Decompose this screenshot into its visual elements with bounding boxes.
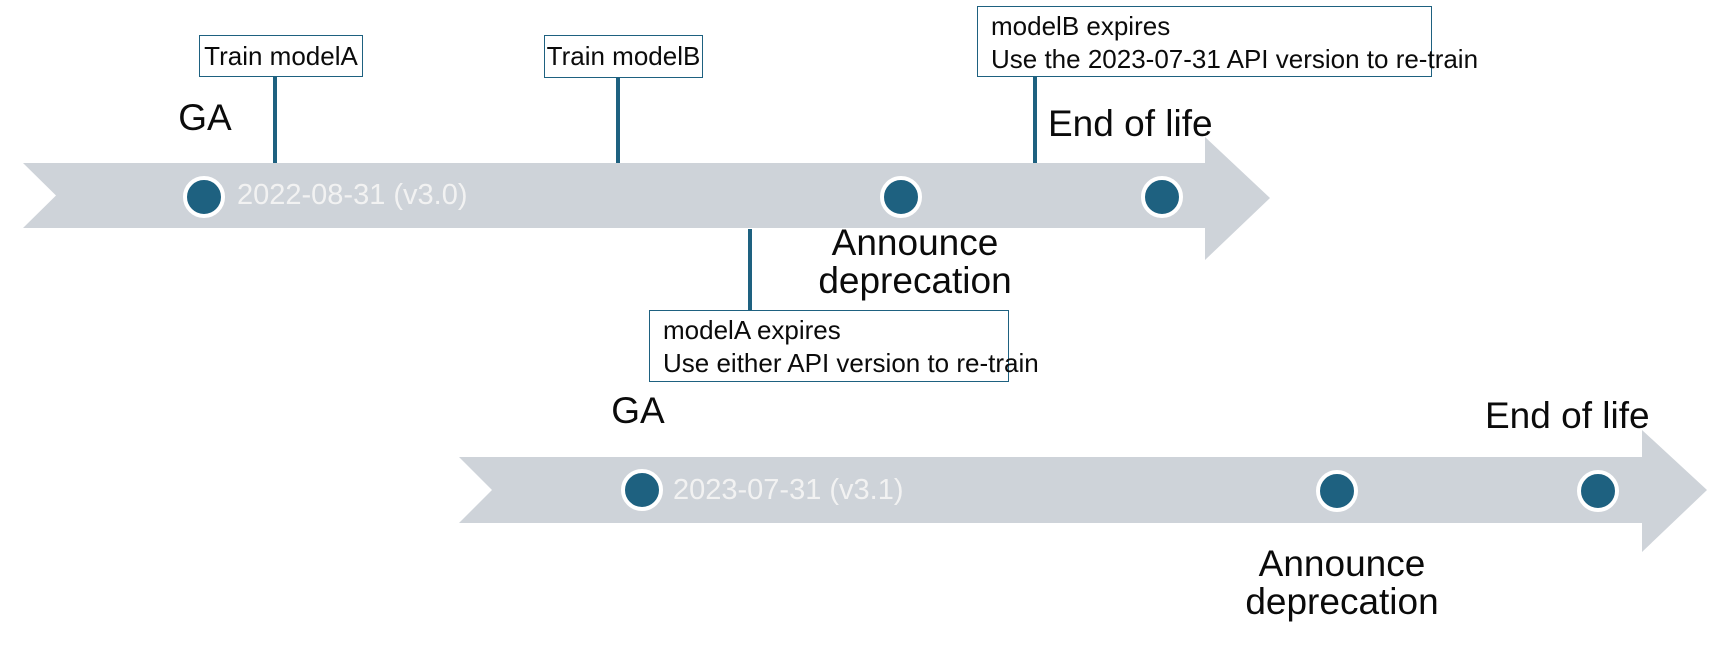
v31-announce-deprecation-label: Announce deprecation (1222, 545, 1462, 621)
timeline-arrow-v31 (459, 430, 1707, 552)
v31-date-label: 2023-07-31 (v3.1) (673, 473, 904, 506)
callout-train-model-a-label: Train modelA (204, 40, 358, 71)
v30-date-label: 2022-08-31 (v3.0) (237, 179, 468, 211)
milestone-dot-v30-announce-deprecation (880, 176, 922, 218)
callout-train-model-b-label: Train modelB (546, 41, 701, 71)
v30-announce-line1: Announce (831, 222, 999, 263)
callout-train-model-a: Train modelA (199, 35, 363, 77)
callout-model-a-expires-line1: modelA expires (663, 315, 841, 345)
v31-end-of-life-label: End of life (1485, 395, 1650, 436)
callout-model-b-expires-line2: Use the 2023-07-31 API version to re-tra… (991, 44, 1479, 74)
v31-announce-line2: deprecation (1245, 581, 1439, 622)
callout-model-b-expires-line1: modelB expires (991, 11, 1171, 41)
v30-announce-deprecation-label: Announce deprecation (795, 224, 1035, 300)
connector-train-model-b (616, 78, 620, 163)
v30-ga-label: GA (178, 97, 232, 138)
milestone-dot-v30-ga (183, 176, 225, 218)
callout-model-a-expires: modelA expires Use either API version to… (649, 310, 1039, 382)
v31-announce-line1: Announce (1258, 543, 1426, 584)
callout-model-a-expires-line2: Use either API version to re-train (663, 348, 1039, 378)
connector-train-model-a (273, 77, 277, 163)
connector-model-b-expires (1033, 77, 1037, 163)
milestone-dot-v30-end-of-life (1141, 176, 1183, 218)
callout-model-b-expires: modelB expires Use the 2023-07-31 API ve… (977, 6, 1479, 77)
v30-announce-line2: deprecation (818, 260, 1012, 301)
timeline-arrow-v30 (23, 137, 1270, 260)
milestone-dot-v31-announce-deprecation (1316, 470, 1358, 512)
milestone-dot-v31-end-of-life (1577, 470, 1619, 512)
callout-train-model-b: Train modelB (544, 35, 703, 78)
v30-end-of-life-label: End of life (1048, 103, 1213, 144)
connector-model-a-expires (748, 229, 752, 310)
milestone-dot-v31-ga (621, 469, 663, 511)
v31-ga-label: GA (611, 390, 665, 431)
